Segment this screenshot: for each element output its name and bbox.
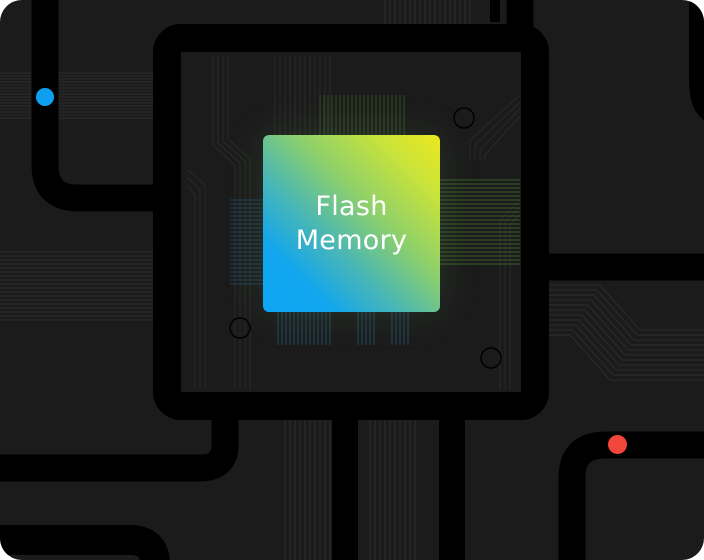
chip-pins <box>230 95 520 345</box>
trace-bottom-right <box>558 431 704 560</box>
hole-bottom-right <box>480 347 502 369</box>
red-signal-dot <box>608 435 627 454</box>
left-mid-band <box>0 251 155 321</box>
trace-top-left <box>31 0 170 212</box>
package-frame <box>153 24 549 420</box>
blue-signal-dot <box>36 88 54 106</box>
trace-bottom-left <box>0 525 170 560</box>
right-diagonal-traces <box>548 284 704 381</box>
mounting-holes <box>229 107 502 369</box>
edge-bars <box>490 0 500 22</box>
left-top-band <box>0 72 155 119</box>
hole-bottom-left <box>229 317 251 339</box>
flash-memory-chip: Flash Memory <box>263 135 440 312</box>
bottom-vertical-traces <box>284 418 416 560</box>
trace-left-lower <box>0 400 239 482</box>
package-inner-traces <box>187 55 521 390</box>
hole-top-right <box>453 107 475 129</box>
chip-label-line2: Memory <box>295 224 408 256</box>
top-vertical-traces <box>384 0 471 25</box>
chip-label-line1: Flash <box>315 190 388 222</box>
